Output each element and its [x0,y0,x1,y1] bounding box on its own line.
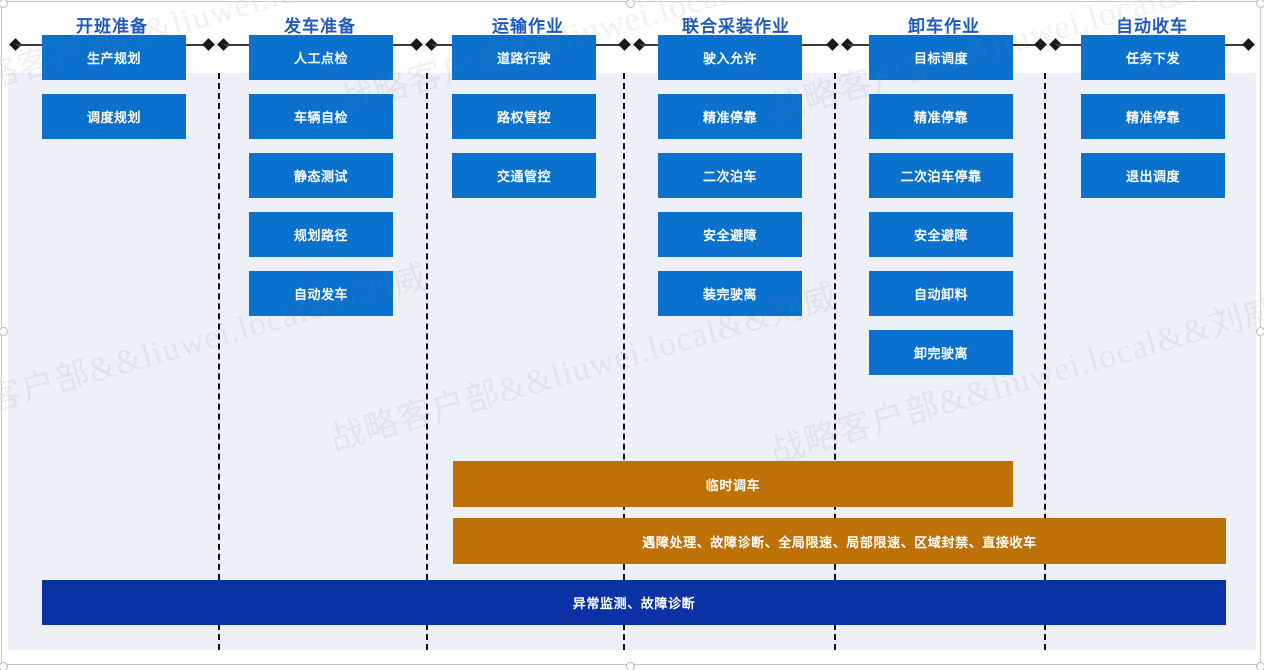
resize-handle-top-center[interactable] [626,0,635,8]
resize-handle-top-right[interactable] [1256,0,1264,8]
column-auto-return: 任务下发 精准停靠 退出调度 [1081,35,1225,212]
task-box[interactable]: 卸完驶离 [869,330,1013,375]
task-box[interactable]: 调度规划 [42,94,186,139]
task-box[interactable]: 路权管控 [452,94,596,139]
task-box[interactable]: 退出调度 [1081,153,1225,198]
bar-temporary-dispatch[interactable]: 临时调车 [453,461,1013,507]
task-box[interactable]: 安全避障 [869,212,1013,257]
connector-line-right [774,44,832,46]
column-divider [218,73,220,650]
diamond-marker-icon [1242,38,1255,51]
resize-handle-bottom-right[interactable] [1256,662,1264,670]
diamond-marker-icon [1034,38,1047,51]
column-transport: 道路行驶 路权管控 交通管控 [452,35,596,212]
task-box[interactable]: 精准停靠 [869,94,1013,139]
task-box[interactable]: 自动发车 [249,271,393,316]
task-box[interactable]: 任务下发 [1081,35,1225,80]
phase-title: 自动收车 [1116,17,1188,36]
task-box[interactable]: 人工点检 [249,35,393,80]
resize-handle-bottom-center[interactable] [626,662,635,670]
task-box[interactable]: 二次泊车 [658,153,802,198]
task-box[interactable]: 精准停靠 [1081,94,1225,139]
resize-handle-bottom-left[interactable] [0,662,8,670]
task-box[interactable]: 装完驶离 [658,271,802,316]
column-unloading: 目标调度 精准停靠 二次泊车停靠 安全避障 自动卸料 卸完驶离 [869,35,1013,389]
column-openshift: 生产规划 调度规划 [42,35,186,153]
task-box[interactable]: 车辆自检 [249,94,393,139]
diamond-marker-icon [618,38,631,51]
task-box[interactable]: 目标调度 [869,35,1013,80]
phase-title: 发车准备 [284,17,356,36]
phase-header-strip: 开班准备 发车准备 运输作业 [8,4,1256,70]
phase-title: 联合采装作业 [682,17,790,36]
task-box[interactable]: 交通管控 [452,153,596,198]
phase-title: 开班准备 [76,17,148,36]
resize-handle-top-left[interactable] [0,0,8,8]
task-box[interactable]: 静态测试 [249,153,393,198]
task-box[interactable]: 精准停靠 [658,94,802,139]
task-box[interactable]: 道路行驶 [452,35,596,80]
task-box[interactable]: 生产规划 [42,35,186,80]
diamond-marker-icon [202,38,215,51]
task-box[interactable]: 自动卸料 [869,271,1013,316]
diamond-marker-icon [826,38,839,51]
column-departure-prep: 人工点检 车辆自检 静态测试 规划路径 自动发车 [249,35,393,330]
bar-monitoring[interactable]: 异常监测、故障诊断 [42,580,1226,625]
diamond-marker-icon [410,38,423,51]
column-joint-loading: 驶入允许 精准停靠 二次泊车 安全避障 装完驶离 [658,35,802,330]
task-box[interactable]: 二次泊车停靠 [869,153,1013,198]
resize-handle-middle-left[interactable] [0,327,8,336]
task-box[interactable]: 安全避障 [658,212,802,257]
column-divider [834,73,836,650]
column-divider [426,73,428,650]
column-divider [623,73,625,650]
phase-title: 运输作业 [492,17,564,36]
bar-fault-handling[interactable]: 遇障处理、故障诊断、全局限速、局部限速、区域封禁、直接收车 [453,518,1226,564]
column-divider [1044,73,1046,650]
phase-title: 卸车作业 [908,17,980,36]
task-box[interactable]: 驶入允许 [658,35,802,80]
task-box[interactable]: 规划路径 [249,212,393,257]
resize-handle-middle-right[interactable] [1256,327,1264,336]
